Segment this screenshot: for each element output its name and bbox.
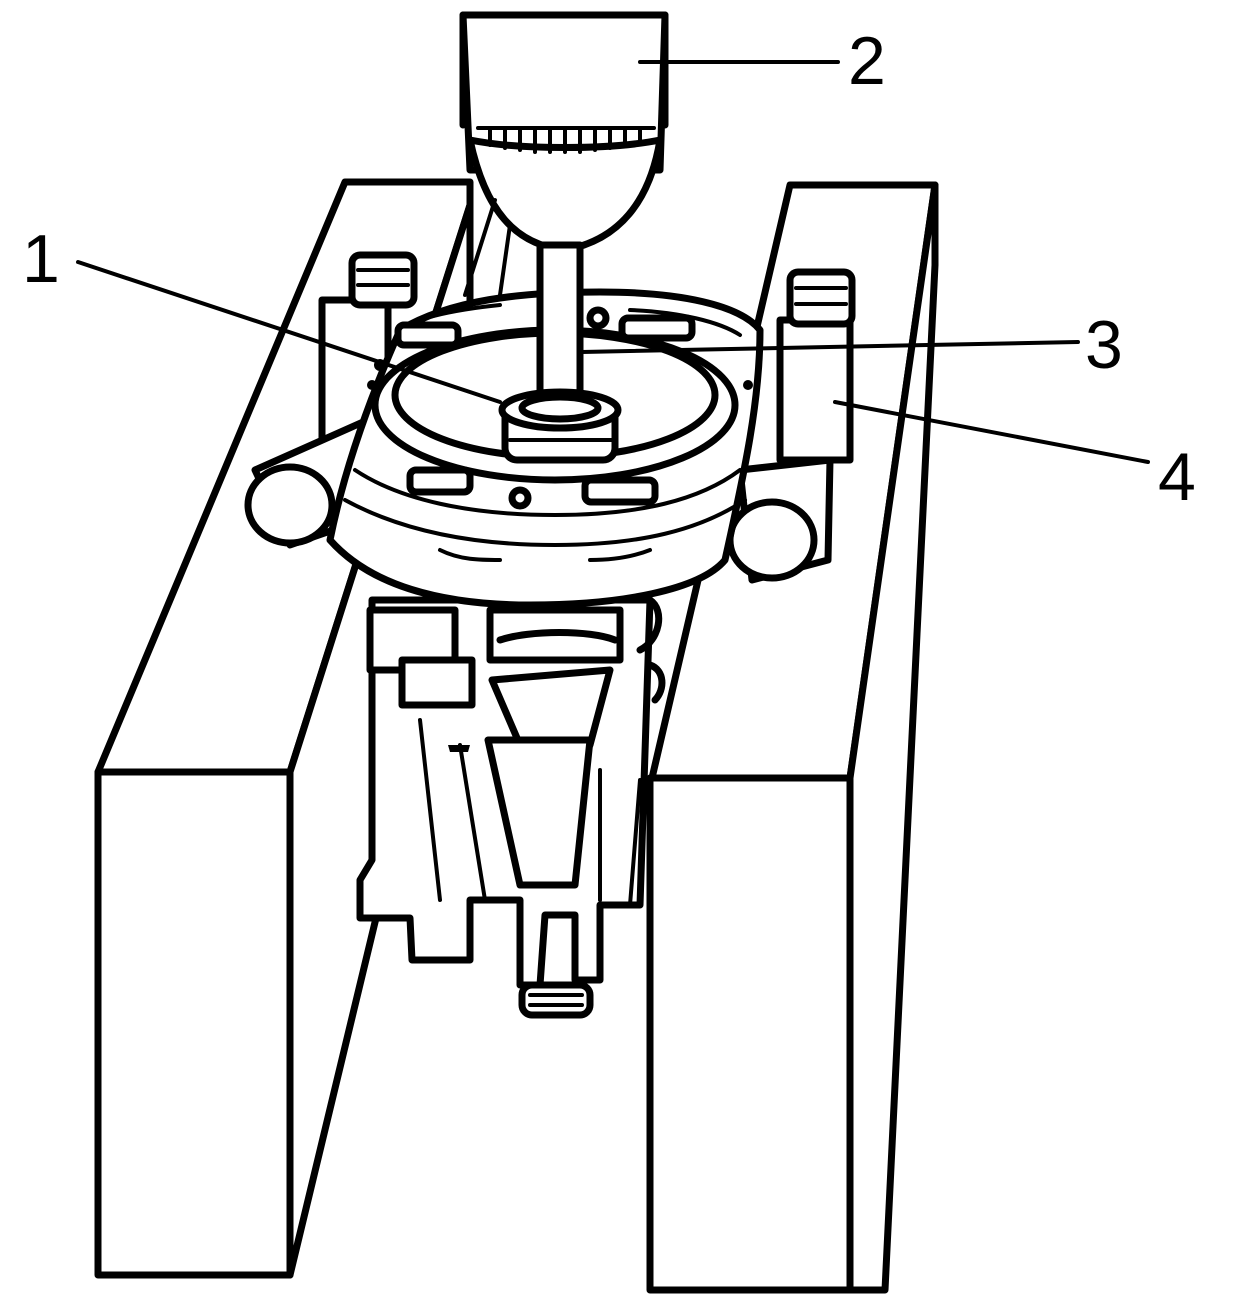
leader-lines bbox=[76, 60, 1150, 464]
hanging-component bbox=[356, 596, 666, 1019]
leader-line-3 bbox=[580, 340, 1080, 354]
leader-line-1 bbox=[76, 260, 502, 404]
hub-bearing bbox=[498, 388, 622, 464]
callout-4: 4 bbox=[1158, 439, 1196, 515]
callout-3: 3 bbox=[1085, 307, 1123, 383]
callout-1: 1 bbox=[22, 221, 60, 297]
leader-line-4 bbox=[833, 400, 1150, 464]
ram-knurl bbox=[488, 126, 642, 154]
right-roller bbox=[726, 268, 856, 584]
callout-2: 2 bbox=[848, 23, 886, 99]
press-ram bbox=[459, 11, 669, 414]
right-support-block bbox=[646, 181, 939, 1294]
